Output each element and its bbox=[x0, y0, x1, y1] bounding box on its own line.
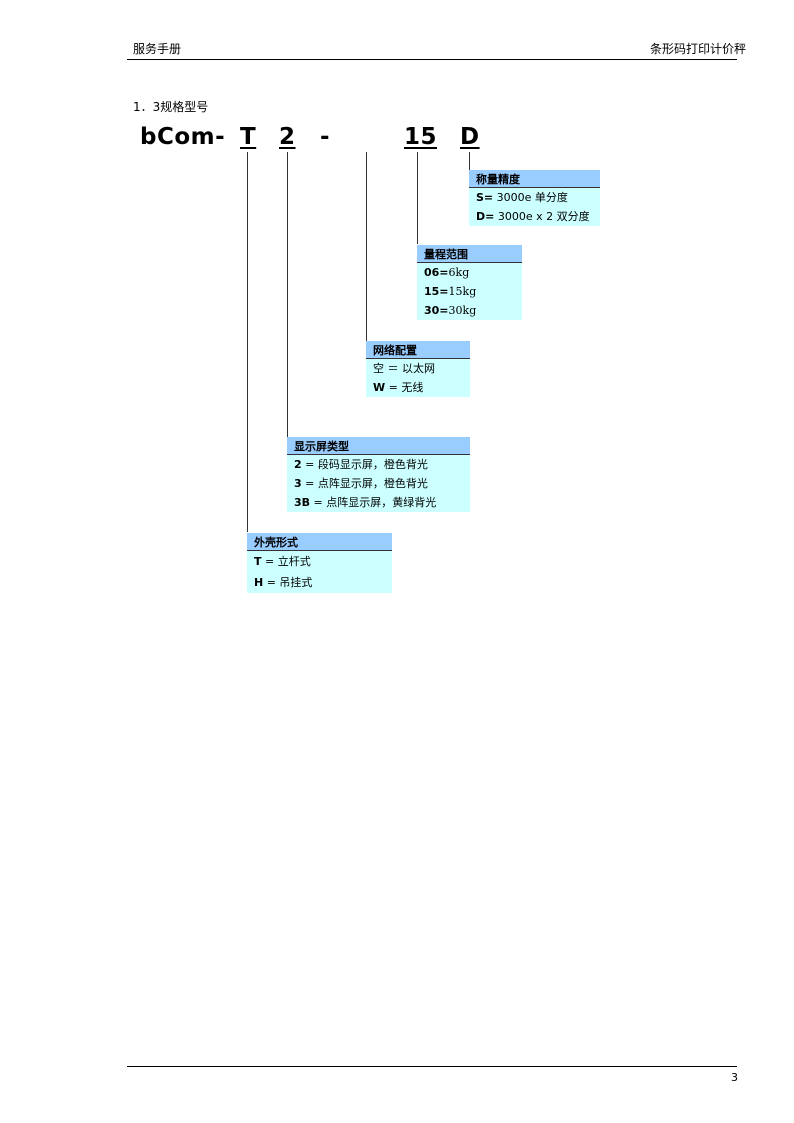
network-box-title: 网络配置 bbox=[366, 341, 470, 359]
connector-form bbox=[247, 152, 248, 532]
form-box: 外壳形式 T = 立杆式 H = 吊挂式 bbox=[247, 533, 392, 593]
precision-row: S= 3000e 单分度 bbox=[469, 188, 600, 207]
form-row: H = 吊挂式 bbox=[247, 572, 392, 593]
precision-row: D= 3000e x 2 双分度 bbox=[469, 207, 600, 226]
range-row: 15=15kg bbox=[417, 282, 522, 301]
range-box: 量程范围 06=6kg 15=15kg 30=30kg bbox=[417, 245, 522, 320]
footer-divider bbox=[127, 1066, 737, 1067]
precision-box: 称量精度 S= 3000e 单分度 D= 3000e x 2 双分度 bbox=[469, 170, 600, 226]
range-box-title: 量程范围 bbox=[417, 245, 522, 263]
connector-precision bbox=[469, 152, 470, 170]
display-row: 2 = 段码显示屏，橙色背光 bbox=[287, 455, 470, 474]
connector-display bbox=[287, 152, 288, 437]
display-box: 显示屏类型 2 = 段码显示屏，橙色背光 3 = 点阵显示屏，橙色背光 3B =… bbox=[287, 437, 470, 512]
network-row: 空 ＝ 以太网 bbox=[366, 359, 470, 378]
section-title: 1．3规格型号 bbox=[133, 100, 209, 114]
connector-range bbox=[417, 152, 418, 244]
precision-box-title: 称量精度 bbox=[469, 170, 600, 188]
network-row: W = 无线 bbox=[366, 378, 470, 397]
form-box-title: 外壳形式 bbox=[247, 533, 392, 551]
range-row: 30=30kg bbox=[417, 301, 522, 320]
header-right: 条形码打印计价秤 bbox=[649, 42, 746, 56]
model-prefix: bCom- bbox=[140, 124, 226, 150]
model-dash: - bbox=[320, 124, 331, 150]
model-range-code: 15 bbox=[404, 124, 438, 150]
display-row: 3B = 点阵显示屏，黄绿背光 bbox=[287, 493, 470, 512]
range-row: 06=6kg bbox=[417, 263, 522, 282]
page-number: 3 bbox=[731, 1071, 738, 1084]
model-form-code: T bbox=[240, 124, 257, 150]
form-row: T = 立杆式 bbox=[247, 551, 392, 572]
display-row: 3 = 点阵显示屏，橙色背光 bbox=[287, 474, 470, 493]
header-divider bbox=[127, 59, 737, 60]
network-box: 网络配置 空 ＝ 以太网 W = 无线 bbox=[366, 341, 470, 397]
model-display-code: 2 bbox=[279, 124, 296, 150]
connector-network bbox=[366, 152, 367, 341]
model-precision-code: D bbox=[460, 124, 480, 150]
display-box-title: 显示屏类型 bbox=[287, 437, 470, 455]
header-left: 服务手册 bbox=[133, 42, 182, 56]
